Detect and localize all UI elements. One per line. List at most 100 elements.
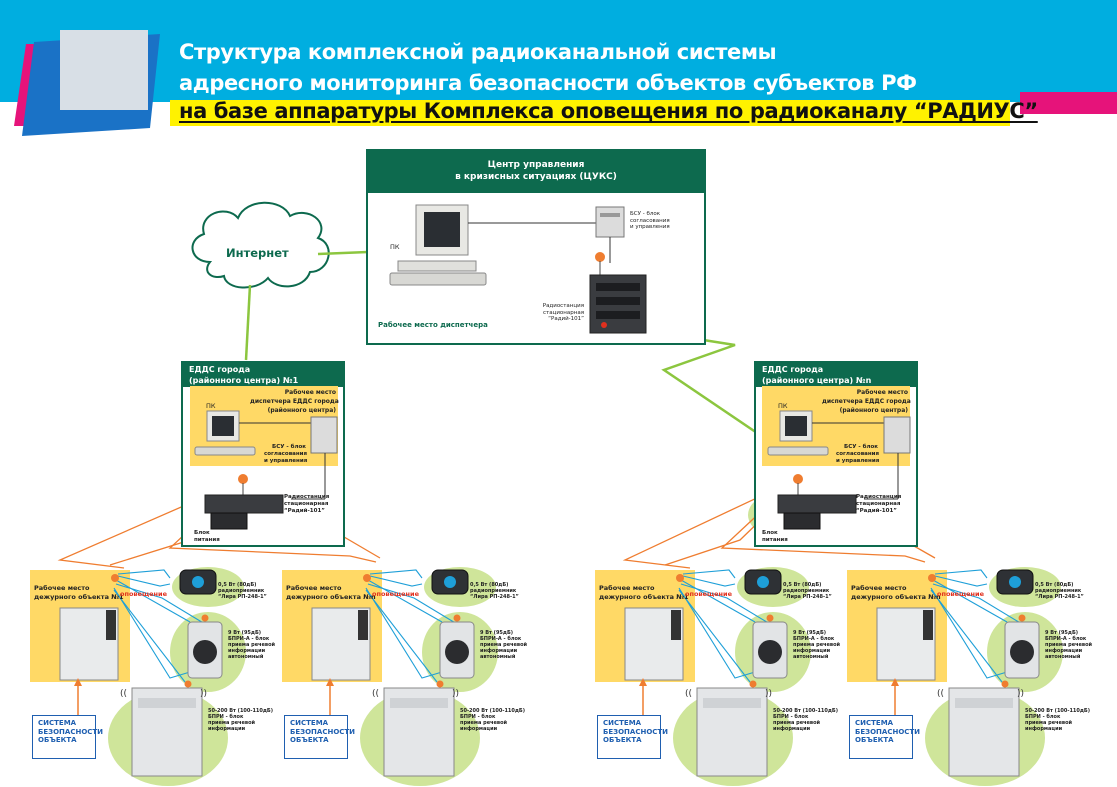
bpria-line2: БПРИ-А - блок — [480, 636, 522, 642]
security-line3: ОБЪЕКТА — [290, 736, 329, 744]
receiver-model: “Лира РП-248-1” — [1035, 594, 1084, 600]
object-equipment: (( )) — [876, 567, 1063, 786]
eddsn-bsu-1: БСУ - блок — [844, 444, 878, 450]
edds1-power-1: Блок — [194, 530, 210, 536]
object-title-line2: дежурного объекта №n — [851, 593, 941, 601]
bpri-line3: приема речевой — [1025, 720, 1073, 726]
receiver-model: “Лира РП-248-1” — [783, 594, 832, 600]
bpri-line4: информации — [1025, 726, 1063, 732]
object-receiver-label: 0,5 Вт (80дБ) радиоприемник “Лира РП-248… — [783, 582, 832, 600]
object-title: Рабочее место дежурного объекта №1 — [599, 584, 689, 602]
bpri-line3: приема речевой — [460, 720, 508, 726]
center-header: Центр управления в кризисных ситуациях (… — [368, 151, 704, 193]
receiver-power: 0,5 Вт (80дБ) — [783, 582, 822, 588]
object-alert-label: оповещение — [937, 590, 984, 598]
eddsn-equipment — [767, 410, 911, 530]
header-banner: Структура комплексной радиоканальной сис… — [0, 0, 1117, 140]
svg-text:)): )) — [452, 689, 459, 699]
receiver-power: 0,5 Вт (80дБ) — [1035, 582, 1074, 588]
bpria-line3: приема речевой — [793, 642, 841, 648]
edds1-power-label: Блок питания — [194, 530, 220, 544]
security-line1: СИСТЕМА — [603, 719, 642, 727]
bpria-line3: приема речевой — [480, 642, 528, 648]
center-radio-label-2: стационарная — [542, 309, 584, 316]
eddsn-power-1: Блок — [762, 530, 778, 536]
center-panel: Центр управления в кризисных ситуациях (… — [366, 149, 706, 345]
svg-text:((: (( — [937, 689, 944, 699]
object-title: Рабочее место дежурного объекта №n — [851, 584, 941, 602]
edds1-radio-1: Радиостанция — [284, 494, 330, 500]
edds1-title-line1: ЕДДС города — [189, 365, 251, 374]
object-group: (( )) Рабочее место дежурного объекта №n… — [847, 560, 1092, 787]
object-alert-label: оповещение — [120, 590, 167, 598]
bpri-line2: БПРИ - блок — [208, 714, 244, 720]
bpria-line4: информации — [228, 648, 266, 654]
edds1-radio-label: Радиостанция стационарная “Радий-101” — [284, 494, 329, 515]
bpria-line1: 9 Вт (95дБ) — [228, 630, 262, 636]
bpria-line4: информации — [793, 648, 831, 654]
receiver-type: радиоприемник — [1035, 588, 1082, 594]
center-bsu-label-2: согласования — [630, 217, 670, 224]
center-pc-label: ПК — [390, 243, 400, 251]
object-equipment: (( )) — [311, 567, 498, 786]
center-bsu-label-1: БСУ - блок — [630, 211, 661, 217]
object-title-line2: дежурного объекта №1 — [34, 593, 124, 601]
object-bpri-label: 50-200 Вт (100-110дБ) БПРИ - блок приема… — [460, 708, 525, 732]
eddsn-workplace-label: Рабочее место диспетчера ЕДДС города (ра… — [822, 388, 911, 415]
bpria-line2: БПРИ-А - блок — [793, 636, 835, 642]
eddsn-bsu-2: согласования — [836, 451, 880, 457]
receiver-type: радиоприемник — [470, 588, 517, 594]
security-line2: БЕЗОПАСНОСТИ — [290, 727, 356, 736]
bpria-line1: 9 Вт (95дБ) — [480, 630, 514, 636]
edds1-workplace-2: диспетчера ЕДДС города — [250, 398, 339, 405]
eddsn-workplace-1: Рабочее место — [856, 389, 908, 396]
center-bsu-icon — [595, 206, 625, 238]
title-line-2: адресного мониторинга безопасности объек… — [179, 71, 917, 95]
banner-graphic — [0, 0, 1117, 136]
object-receiver-label: 0,5 Вт (80дБ) радиоприемник “Лира РП-248… — [470, 582, 519, 600]
svg-text:)): )) — [200, 689, 207, 699]
center-bsu-label-3: и управления — [630, 224, 670, 230]
edds1-equipment — [194, 410, 338, 530]
object-title-line1: Рабочее место — [599, 584, 655, 592]
receiver-power: 0,5 Вт (80дБ) — [218, 582, 257, 588]
bpria-line5: автономный — [1045, 654, 1081, 660]
bpri-line3: приема речевой — [208, 720, 256, 726]
edds1-workplace-3: (районного центра) — [267, 407, 336, 414]
bpri-line4: информации — [460, 726, 498, 732]
internet-cloud — [191, 201, 330, 289]
eddsn-bsu-label: БСУ - блок согласования и управления — [836, 444, 880, 465]
edds1-bsu-1: БСУ - блок — [272, 444, 306, 450]
center-workplace-label: Рабочее место диспетчера — [378, 321, 488, 329]
bpria-line1: 9 Вт (95дБ) — [1045, 630, 1079, 636]
bpria-line5: автономный — [228, 654, 264, 660]
security-line1: СИСТЕМА — [855, 719, 894, 727]
receiver-type: радиоприемник — [218, 588, 265, 594]
svg-text:)): )) — [765, 689, 772, 699]
edds1-pc-label: ПК — [206, 402, 216, 410]
bpri-line4: информации — [208, 726, 246, 732]
bpri-line2: БПРИ - блок — [1025, 714, 1061, 720]
bpri-line1: 50-200 Вт (100-110дБ) — [1025, 708, 1091, 714]
security-system-box: СИСТЕМА БЕЗОПАСНОСТИ ОБЪЕКТА — [597, 715, 669, 759]
center-title-line2: в кризисных ситуациях (ЦУКС) — [455, 172, 617, 182]
eddsn-title-line1: ЕДДС города — [762, 365, 824, 374]
security-line3: ОБЪЕКТА — [38, 736, 77, 744]
edds1-bsu-2: согласования — [264, 451, 308, 457]
center-radio-label: Радиостанция стационарная “Радий-101” — [520, 303, 584, 323]
internet-label: Интернет — [226, 246, 289, 260]
object-equipment: (( )) — [59, 567, 246, 786]
bpri-line1: 50-200 Вт (100-110дБ) — [208, 708, 274, 714]
bpria-line3: приема речевой — [228, 642, 276, 648]
object-title-line2: дежурного объекта №n — [286, 593, 376, 601]
title-line-3: на базе аппаратуры Комплекса оповещения … — [179, 99, 1038, 123]
bpri-line2: БПРИ - блок — [460, 714, 496, 720]
object-bpria-label: 9 Вт (95дБ) БПРИ-А - блок приема речевой… — [228, 630, 275, 660]
object-alert-label: оповещение — [685, 590, 732, 598]
receiver-model: “Лира РП-248-1” — [470, 594, 519, 600]
object-bpria-label: 9 Вт (95дБ) БПРИ-А - блок приема речевой… — [793, 630, 840, 660]
edds-header-1: ЕДДС города (районного центра) №1 — [183, 363, 343, 387]
security-line2: БЕЗОПАСНОСТИ — [603, 727, 669, 736]
object-bpri-label: 50-200 Вт (100-110дБ) БПРИ - блок приема… — [208, 708, 273, 732]
object-equipment: (( )) — [624, 567, 811, 786]
